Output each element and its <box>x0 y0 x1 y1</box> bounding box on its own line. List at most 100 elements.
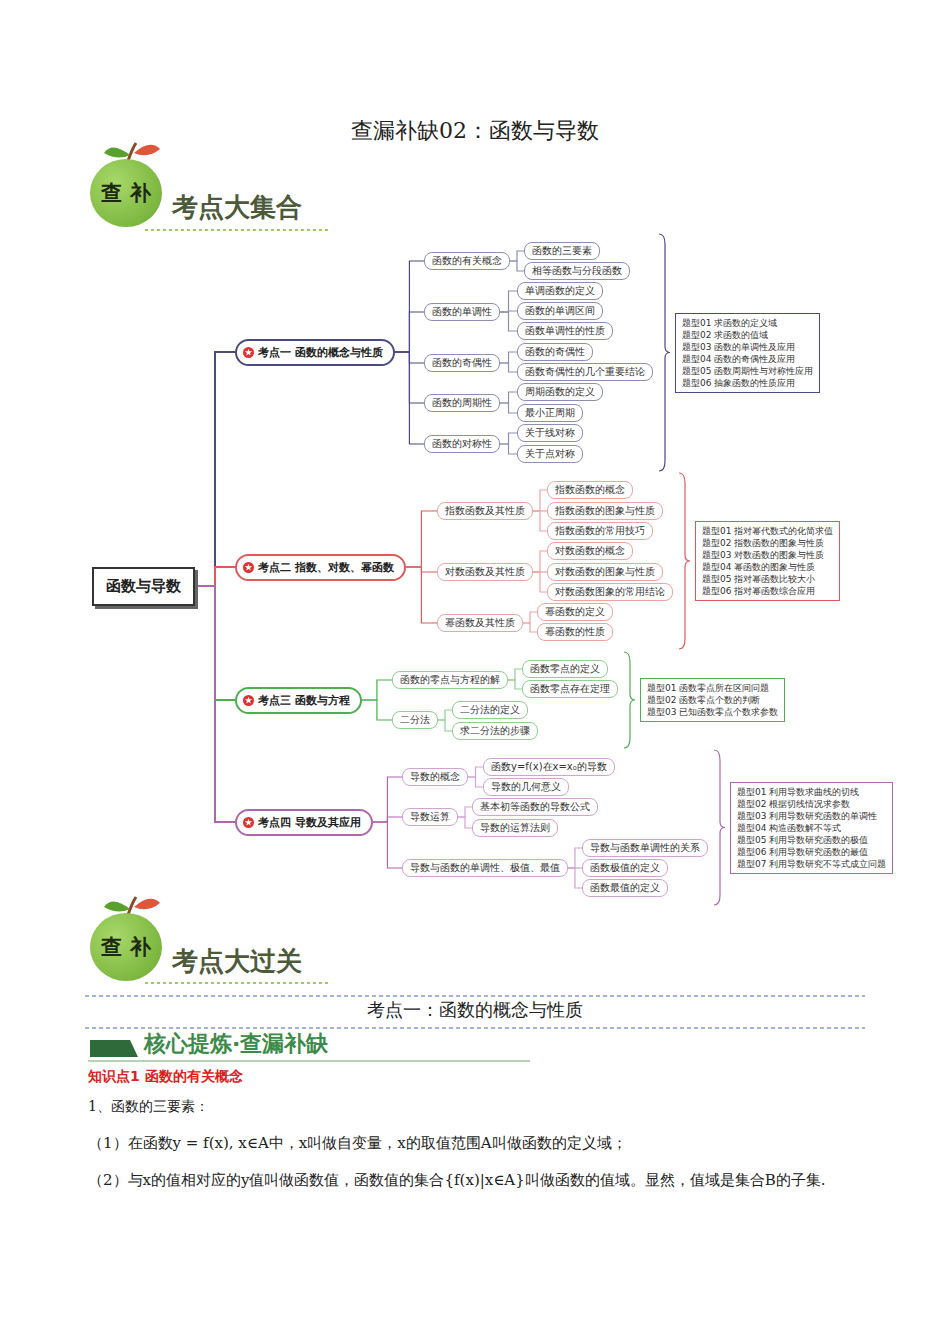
node-text: 题型06 指对幂函数综合应用 <box>702 585 833 597</box>
label-text: （2）与x的值相对应的y值叫做函数值，函数值的集合{f(x)|x∈A}叫做函数的… <box>88 1171 826 1189</box>
leaf-box: 函数y=f(x)在x=x₀的导数 <box>483 758 615 776</box>
node-text: 指数函数的概念 <box>555 483 625 497</box>
title-text: 查漏补缺02：函数与导数 <box>351 118 599 143</box>
rule-line <box>145 229 330 231</box>
branch-box: 函数的有关概念 <box>424 252 510 270</box>
branch-connector <box>500 392 517 403</box>
branch-connector <box>508 669 522 680</box>
branch-connector <box>195 567 235 586</box>
leaf-box: 相等函数与分段函数 <box>524 262 630 280</box>
branch-connector <box>523 623 537 632</box>
node-text: 指数函数及其性质 <box>445 504 525 518</box>
branch-connector <box>195 586 235 822</box>
branch-connector <box>195 352 235 586</box>
node-text: 二分法的定义 <box>460 703 520 717</box>
node-text: 题型02 函数零点个数的判断 <box>647 694 778 706</box>
node-text: 函数的周期性 <box>432 396 492 410</box>
label-text: 考点大集合 <box>172 192 302 222</box>
leaf-box: 最小正周期 <box>517 404 583 422</box>
branch-connector <box>500 403 517 413</box>
rule-line <box>85 1027 865 1029</box>
node-text: 题型01 指对幂代数式的化简求值 <box>702 525 833 537</box>
branch-connector <box>508 680 522 689</box>
node-text: 考点四 导数及其应用 <box>258 815 361 830</box>
leaf-box: 函数的奇偶性 <box>517 343 593 361</box>
node-text: 函数y=f(x)在x=x₀的导数 <box>491 760 607 774</box>
branch-connector <box>510 251 524 261</box>
node-text: 幂函数的性质 <box>545 625 605 639</box>
node-text: 题型05 指对幂函数比较大小 <box>702 573 833 585</box>
branch-box: 对数函数及其性质 <box>437 563 533 581</box>
star-shape <box>245 348 252 355</box>
topic-pill: 考点一 函数的概念与性质 <box>235 339 395 366</box>
node-text: 函数奇偶性的几个重要结论 <box>525 365 645 379</box>
branch-connector <box>395 352 424 444</box>
star-icon <box>243 562 254 573</box>
branch-connector <box>500 312 517 331</box>
node-text: 题型01 求函数的定义域 <box>682 317 813 329</box>
leaf-box: 求二分法的步骤 <box>452 722 538 740</box>
node-text: 相等函数与分段函数 <box>532 264 622 278</box>
star-icon <box>243 695 254 706</box>
question-type-box: 题型01 函数零点所在区间问题题型02 函数零点个数的判断题型03 已知函数零点… <box>640 678 785 722</box>
branch-connector <box>458 807 472 817</box>
node-text: 指数函数的图象与性质 <box>555 504 655 518</box>
branch-connector <box>500 291 517 312</box>
question-type-box: 题型01 指对幂代数式的化简求值题型02 指数函数的图象与性质题型03 对数函数… <box>695 521 840 601</box>
node-text: 补 <box>130 933 151 961</box>
branch-box: 函数的周期性 <box>424 394 500 412</box>
branch-box: 二分法 <box>392 711 438 729</box>
section-heading: 考点一：函数的概念与性质 <box>0 998 950 1021</box>
question-type-box: 题型01 求函数的定义域题型02 求函数的值域题型03 函数的单调性及应用题型0… <box>675 313 820 393</box>
node-text: 题型02 指数函数的图象与性质 <box>702 537 833 549</box>
label-text: 知识点1 函数的有关概念 <box>88 1068 243 1084</box>
node-text: 题型03 对数函数的图象与性质 <box>702 549 833 561</box>
body-text: 1、函数的三要素： <box>88 1097 209 1115</box>
node-text: 对数函数图象的常用结论 <box>555 585 665 599</box>
leaf-box: 导数的几何意义 <box>483 778 569 796</box>
question-type-box: 题型01 利用导数求曲线的切线题型02 根据切线情况求参数题型03 利用导数研究… <box>730 782 893 874</box>
branch-box: 函数的零点与方程的解 <box>392 671 508 689</box>
node-text: 单调函数的定义 <box>525 284 595 298</box>
node-text: 二分法 <box>400 713 430 727</box>
leaf-box: 函数极值的定义 <box>582 859 668 877</box>
node-text: 最小正周期 <box>525 406 575 420</box>
branch-connector <box>438 720 452 731</box>
branch-connector <box>373 822 402 868</box>
node-text: 补 <box>130 179 151 207</box>
branch-connector <box>568 868 582 888</box>
branch-connector <box>406 567 437 623</box>
node-text: 考点三 函数与方程 <box>258 693 350 708</box>
node-text: 函数零点的定义 <box>530 662 600 676</box>
root-box: 函数与导数 <box>92 567 195 606</box>
banner-bar <box>90 1040 138 1057</box>
branch-connector <box>468 767 483 777</box>
branch-box: 函数的奇偶性 <box>424 354 500 372</box>
branch-box: 函数的单调性 <box>424 303 500 321</box>
branch-connector <box>395 261 424 352</box>
point-heading: 知识点1 函数的有关概念 <box>88 1067 243 1085</box>
leaf-box: 对数函数的概念 <box>547 542 633 560</box>
node-text: 题型06 抽象函数的性质应用 <box>682 377 813 389</box>
banner-text: 核心提炼·查漏补缺 <box>144 1029 328 1058</box>
node-text: 导数与函数的单调性、极值、最值 <box>410 861 560 875</box>
label-text: 考点大过关 <box>172 946 302 976</box>
node-text: 幂函数的定义 <box>545 605 605 619</box>
rule-line <box>88 1061 530 1062</box>
branch-connector <box>533 572 547 592</box>
leaf-box: 幂函数的性质 <box>537 623 613 641</box>
leaf-box: 基本初等函数的导数公式 <box>472 798 598 816</box>
rule-line <box>145 982 330 984</box>
curly-bracket <box>659 234 670 471</box>
node-text: 函数的奇偶性 <box>525 345 585 359</box>
node-text: 题型01 利用导数求曲线的切线 <box>737 786 886 798</box>
branch-connector <box>533 511 547 531</box>
node-text: 题型06 利用导数研究函数的最值 <box>737 846 886 858</box>
branch-connector <box>500 363 517 372</box>
node-text: 考点一 函数的概念与性质 <box>258 345 383 360</box>
node-text: 题型04 函数的奇偶性及应用 <box>682 353 813 365</box>
leaf-box: 关于点对称 <box>517 445 583 463</box>
star-disc <box>243 817 254 828</box>
node-text: 导数的运算法则 <box>480 821 550 835</box>
node-text: 题型07 利用导数研究不等式成立问题 <box>737 858 886 870</box>
